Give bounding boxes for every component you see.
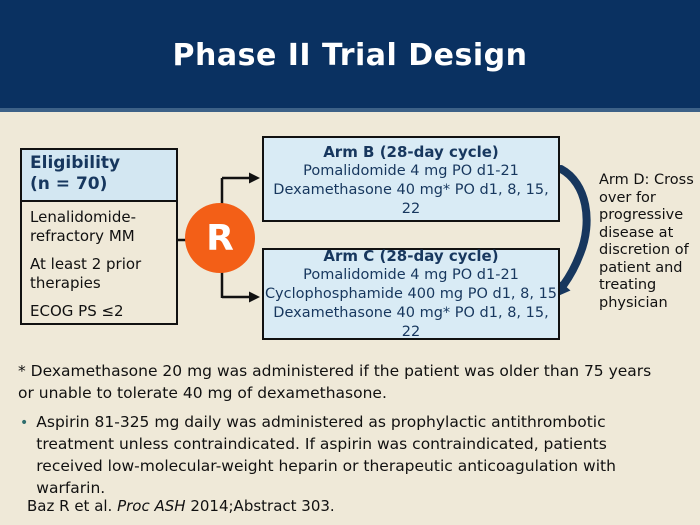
arm-c-line: Pomalidomide 4 mg PO d1-21	[303, 266, 519, 283]
arrowhead-arm-b	[249, 172, 260, 184]
arm-c-line: Cyclophosphamide 400 mg PO d1, 8, 15	[264, 285, 558, 302]
footnote-asterisk: * Dexamethasone 20 mg was administered i…	[18, 362, 652, 402]
arm-c-line: Dexamethasone 40 mg* PO d1, 8, 15, 22	[273, 304, 549, 340]
bullet-icon: •	[20, 415, 29, 431]
footnote-bullet: • Aspirin 81-325 mg daily was administer…	[18, 411, 638, 499]
arm-d-note: Arm D: Cross over for progressive diseas…	[599, 172, 694, 311]
arm-b-line: Dexamethasone 40 mg* PO d1, 8, 15, 22	[273, 182, 549, 217]
eligibility-criteria: Lenalidomide-refractory MM At least 2 pr…	[22, 202, 176, 321]
citation-suffix: 2014;Abstract 303.	[185, 497, 335, 515]
eligibility-item: ECOG PS ≤2	[30, 302, 124, 320]
slide-header: Phase II Trial Design	[0, 0, 700, 112]
eligibility-box: Eligibility (n = 70) Lenalidomide-refrac…	[20, 148, 178, 325]
randomization-badge: R	[185, 203, 255, 273]
eligibility-item: At least 2 prior therapies	[30, 255, 142, 292]
citation-journal: Proc ASH	[117, 497, 186, 515]
eligibility-title: Eligibility (n = 70)	[22, 150, 176, 202]
arm-b-title: Arm B (28-day cycle)	[323, 143, 499, 161]
arrowhead-arm-c	[249, 291, 260, 303]
footnote-bullet-text: Aspirin 81-325 mg daily was administered…	[36, 413, 616, 497]
eligibility-item: Lenalidomide-refractory MM	[30, 208, 136, 245]
arm-c-title: Arm C (28-day cycle)	[323, 246, 499, 265]
arm-c-box: Arm C (28-day cycle) Pomalidomide 4 mg P…	[262, 246, 560, 340]
citation-prefix: Baz R et al.	[27, 497, 118, 515]
page-title: Phase II Trial Design	[172, 38, 528, 73]
arm-b-box: Arm B (28-day cycle) Pomalidomide 4 mg P…	[262, 136, 560, 222]
citation: Baz R et al. Proc ASH 2014;Abstract 303.	[27, 497, 335, 515]
crossover-arrow-curve	[557, 165, 591, 289]
arm-b-line: Pomalidomide 4 mg PO d1-21	[303, 163, 519, 179]
